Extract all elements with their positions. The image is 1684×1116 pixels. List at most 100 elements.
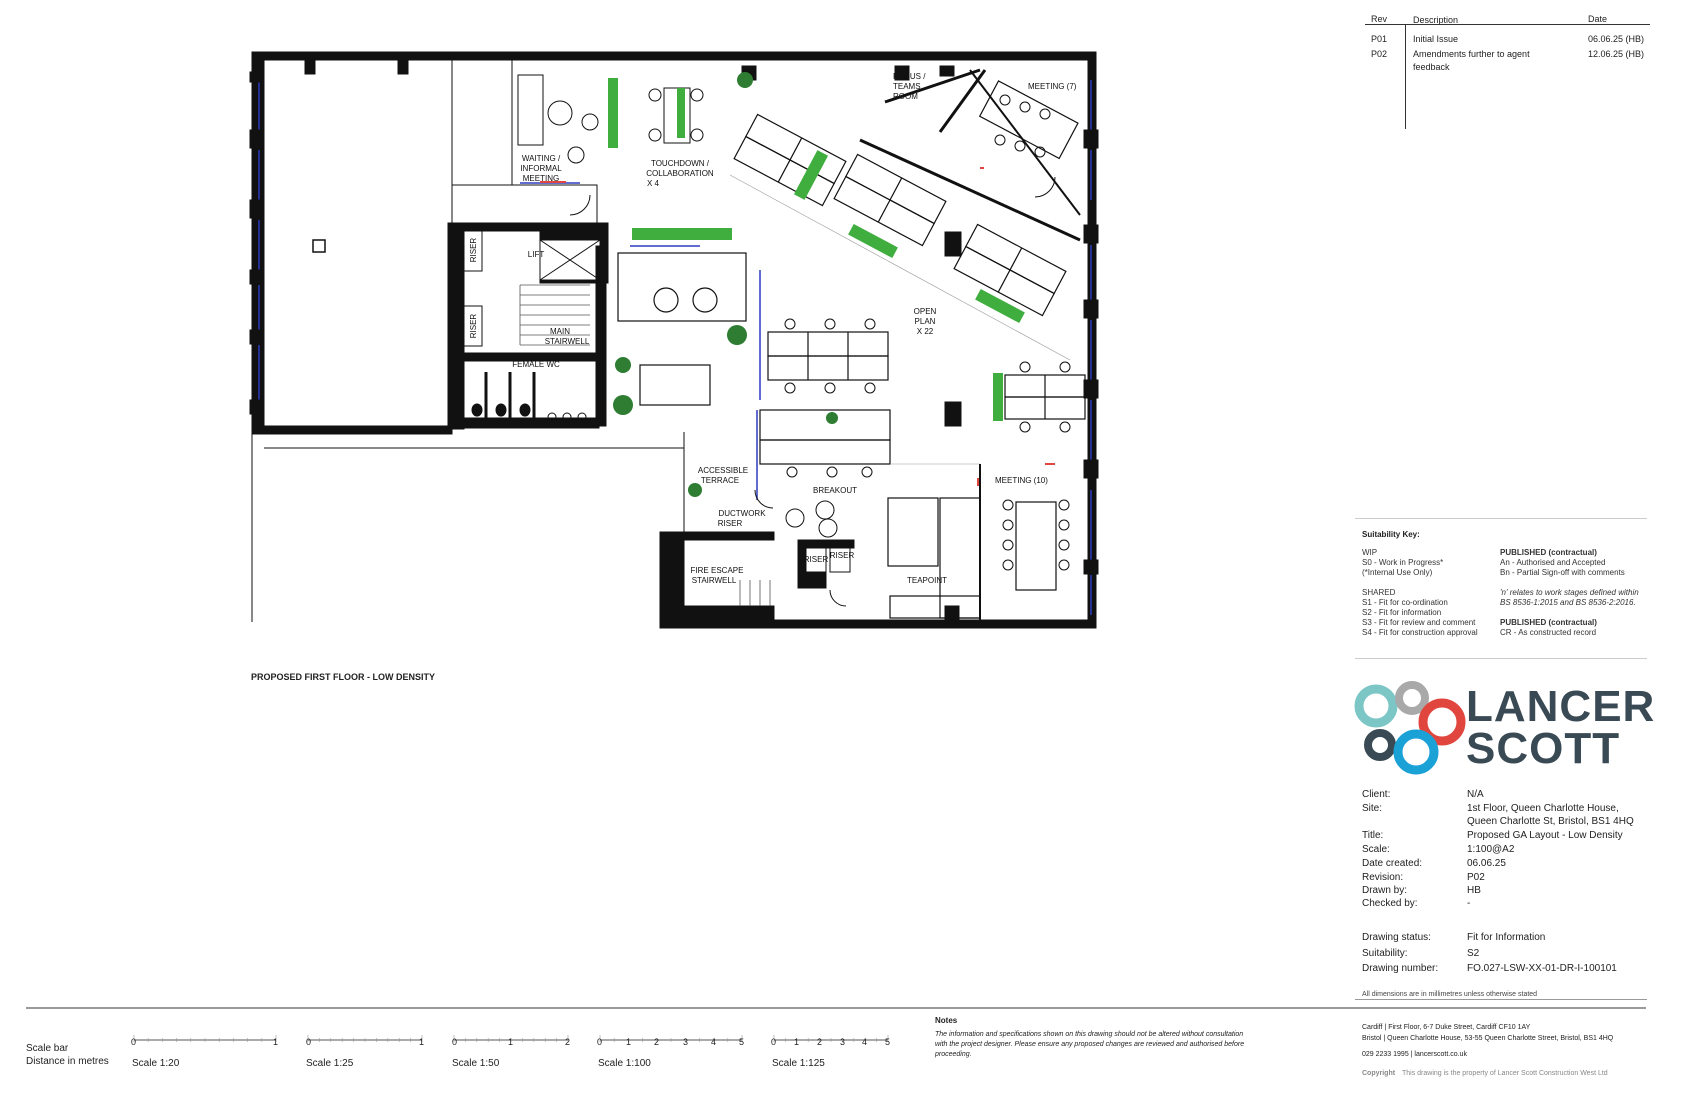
info-value: Proposed GA Layout - Low Density [1467,830,1623,841]
notes-title: Notes [935,1016,958,1025]
room-lift: LIFT [528,250,545,259]
suitability-left-list: WIP S0 - Work in Progress* (*Internal Us… [1362,548,1502,638]
scale-name: Scale 1:25 [306,1058,354,1069]
info-value: HB [1467,885,1481,896]
office-cardiff: Cardiff | First Floor, 6-7 Duke Street, … [1362,1024,1531,1031]
key-item: S0 - Work in Progress* [1362,558,1444,567]
key-note: 'n' relates to work stages defined withi… [1500,588,1639,597]
rev-code: P01 [1371,34,1388,44]
key-item: WIP [1362,548,1378,557]
logo-wordmark-line2: SCOTT [1466,724,1621,773]
status-label: Drawing status: [1362,932,1431,943]
room-riser: RISER [830,551,855,560]
key-item: (*Internal Use Only) [1362,568,1433,577]
info-value: 06.06.25 [1467,858,1506,869]
scale-tick: 1 [508,1037,514,1047]
scale-name: Scale 1:100 [598,1058,651,1069]
info-value: N/A [1467,789,1484,800]
office-bristol: Bristol | Queen Charlotte House, 53-55 Q… [1362,1035,1614,1042]
key-item: SHARED [1362,588,1396,597]
rev-description: Amendments further to agent [1413,49,1530,59]
scale-bar-lines [133,1035,889,1042]
key-heading: PUBLISHED (contractual) [1500,618,1597,627]
fire-stair-wall [659,531,685,628]
copyright-text: This drawing is the property of Lancer S… [1402,1070,1608,1077]
scale-tick: 1 [273,1037,279,1047]
info-label: Site: [1362,803,1383,814]
scale-bar-title: Scale bar [26,1043,69,1054]
date-header: Date [1588,14,1608,24]
rev-description: Initial Issue [1413,34,1459,44]
suitability-title: Suitability Key: [1362,530,1420,539]
status-label: Suitability: [1362,948,1408,959]
rev-header-rule [1365,24,1650,25]
scale-name: Scale 1:50 [452,1058,500,1069]
room-meeting-7: MEETING (7) [1028,82,1077,91]
south-wall-right [659,619,1097,629]
room-riser: RISER [469,238,478,263]
status-label: Drawing number: [1362,963,1439,974]
key-item: S1 - Fit for co-ordination [1362,598,1448,607]
key-item: An - Authorised and Accepted [1500,558,1606,567]
scale-tick: 0 [597,1037,603,1047]
room-female-wc: FEMALE WC [512,360,560,369]
scale-tick: 1 [794,1037,800,1047]
info-value: - [1467,898,1471,909]
status-value: Fit for Information [1467,932,1546,943]
logo-rings-icon [1354,681,1466,775]
scale-name: Scale 1:20 [132,1058,180,1069]
info-value: 1st Floor, Queen Charlotte House, [1467,803,1619,814]
description-header: Description [1413,15,1459,25]
rev-date: 12.06.25 (HB) [1588,49,1645,59]
scale-name: Scale 1:125 [772,1058,825,1069]
status-value: S2 [1467,948,1480,959]
scale-tick: 2 [565,1037,571,1047]
notes-line: proceeding. [935,1051,972,1058]
copyright-label: Copyright [1362,1070,1396,1077]
info-label: Date created: [1362,858,1423,869]
key-item: Bn - Partial Sign-off with comments [1500,568,1625,577]
column [312,239,326,253]
info-label: Drawn by: [1362,885,1408,896]
scale-tick: 4 [711,1037,717,1047]
rev-column-rule [1405,24,1406,129]
suitability-right-list: PUBLISHED (contractual) An - Authorised … [1500,548,1650,638]
info-label: Revision: [1362,872,1404,883]
divider [1355,518,1647,519]
rev-header: Rev [1371,14,1388,24]
scale-tick: 2 [817,1037,823,1047]
info-label: Client: [1362,789,1391,800]
scale-tick: 0 [771,1037,777,1047]
room-breakout: BREAKOUT [813,486,857,495]
key-item [1362,578,1502,588]
scale-tick: 5 [885,1037,891,1047]
room-meeting-10: MEETING (10) [995,476,1048,485]
scale-tick: 0 [452,1037,458,1047]
divider [1355,999,1647,1000]
south-wall-left [251,425,453,435]
scale-tick: 1 [626,1037,632,1047]
key-note: BS 8536-1:2015 and BS 8536-2:2016. [1500,598,1636,607]
scale-tick: 5 [739,1037,745,1047]
scale-tick: 3 [683,1037,689,1047]
scale-tick: 1 [419,1037,425,1047]
info-label: Scale: [1362,844,1390,855]
logo-wordmark-line1: LANCER [1466,682,1656,731]
info-label: Checked by: [1362,898,1418,909]
scale-tick: 3 [840,1037,846,1047]
west-wall-left-block [251,51,265,433]
rev-description-cont: feedback [1413,62,1450,72]
scale-bar-subtitle: Distance in metres [26,1056,109,1067]
footer-rule [26,1007,1646,1009]
key-item: CR - As constructed record [1500,628,1597,637]
